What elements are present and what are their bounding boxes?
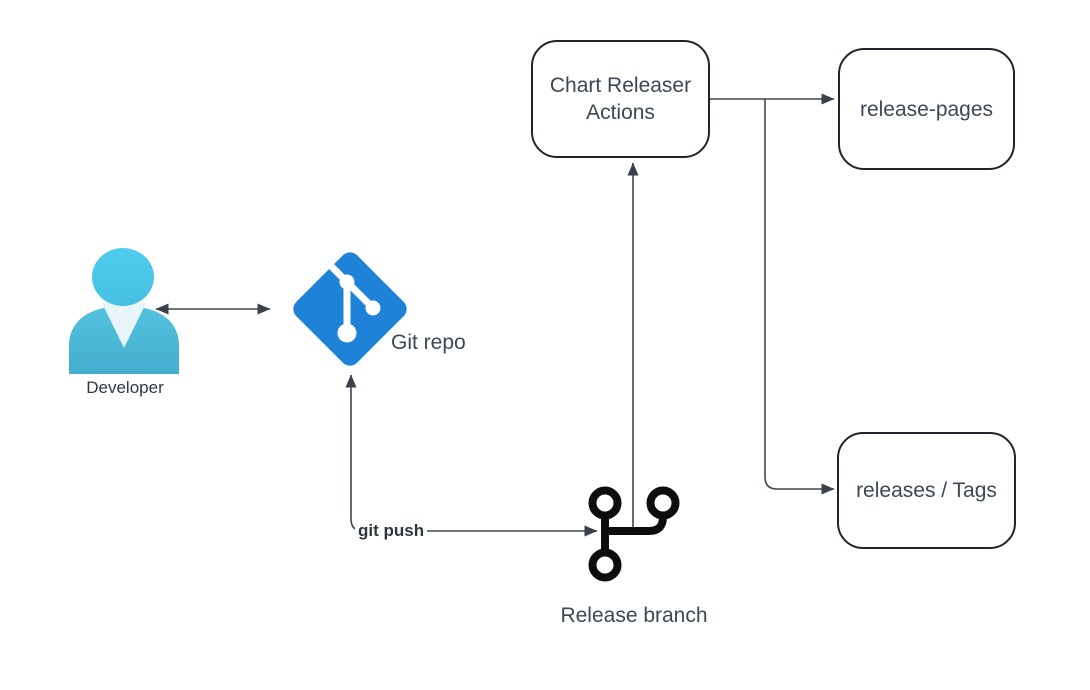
node-chart-releaser-actions: Chart Releaser Actions: [531, 40, 710, 158]
person-icon: [69, 248, 179, 374]
node-release-pages: release-pages: [838, 48, 1015, 170]
node-label: releases / Tags: [856, 479, 997, 502]
node-label: Chart Releaser Actions: [549, 74, 692, 124]
git-repo-label: Git repo: [391, 331, 466, 354]
git-branch-glyph: [588, 486, 680, 582]
git-diamond-icon: [293, 252, 407, 366]
git-branch-icon: [588, 486, 680, 582]
node-label: release-pages: [859, 97, 994, 121]
release-branch-label: Release branch: [560, 604, 708, 627]
developer-label: Developer: [86, 378, 164, 397]
git-push-label: git push: [355, 521, 428, 541]
node-releases-tags: releases / Tags: [837, 432, 1016, 549]
person-collar: [102, 303, 146, 348]
person-head: [92, 248, 154, 306]
